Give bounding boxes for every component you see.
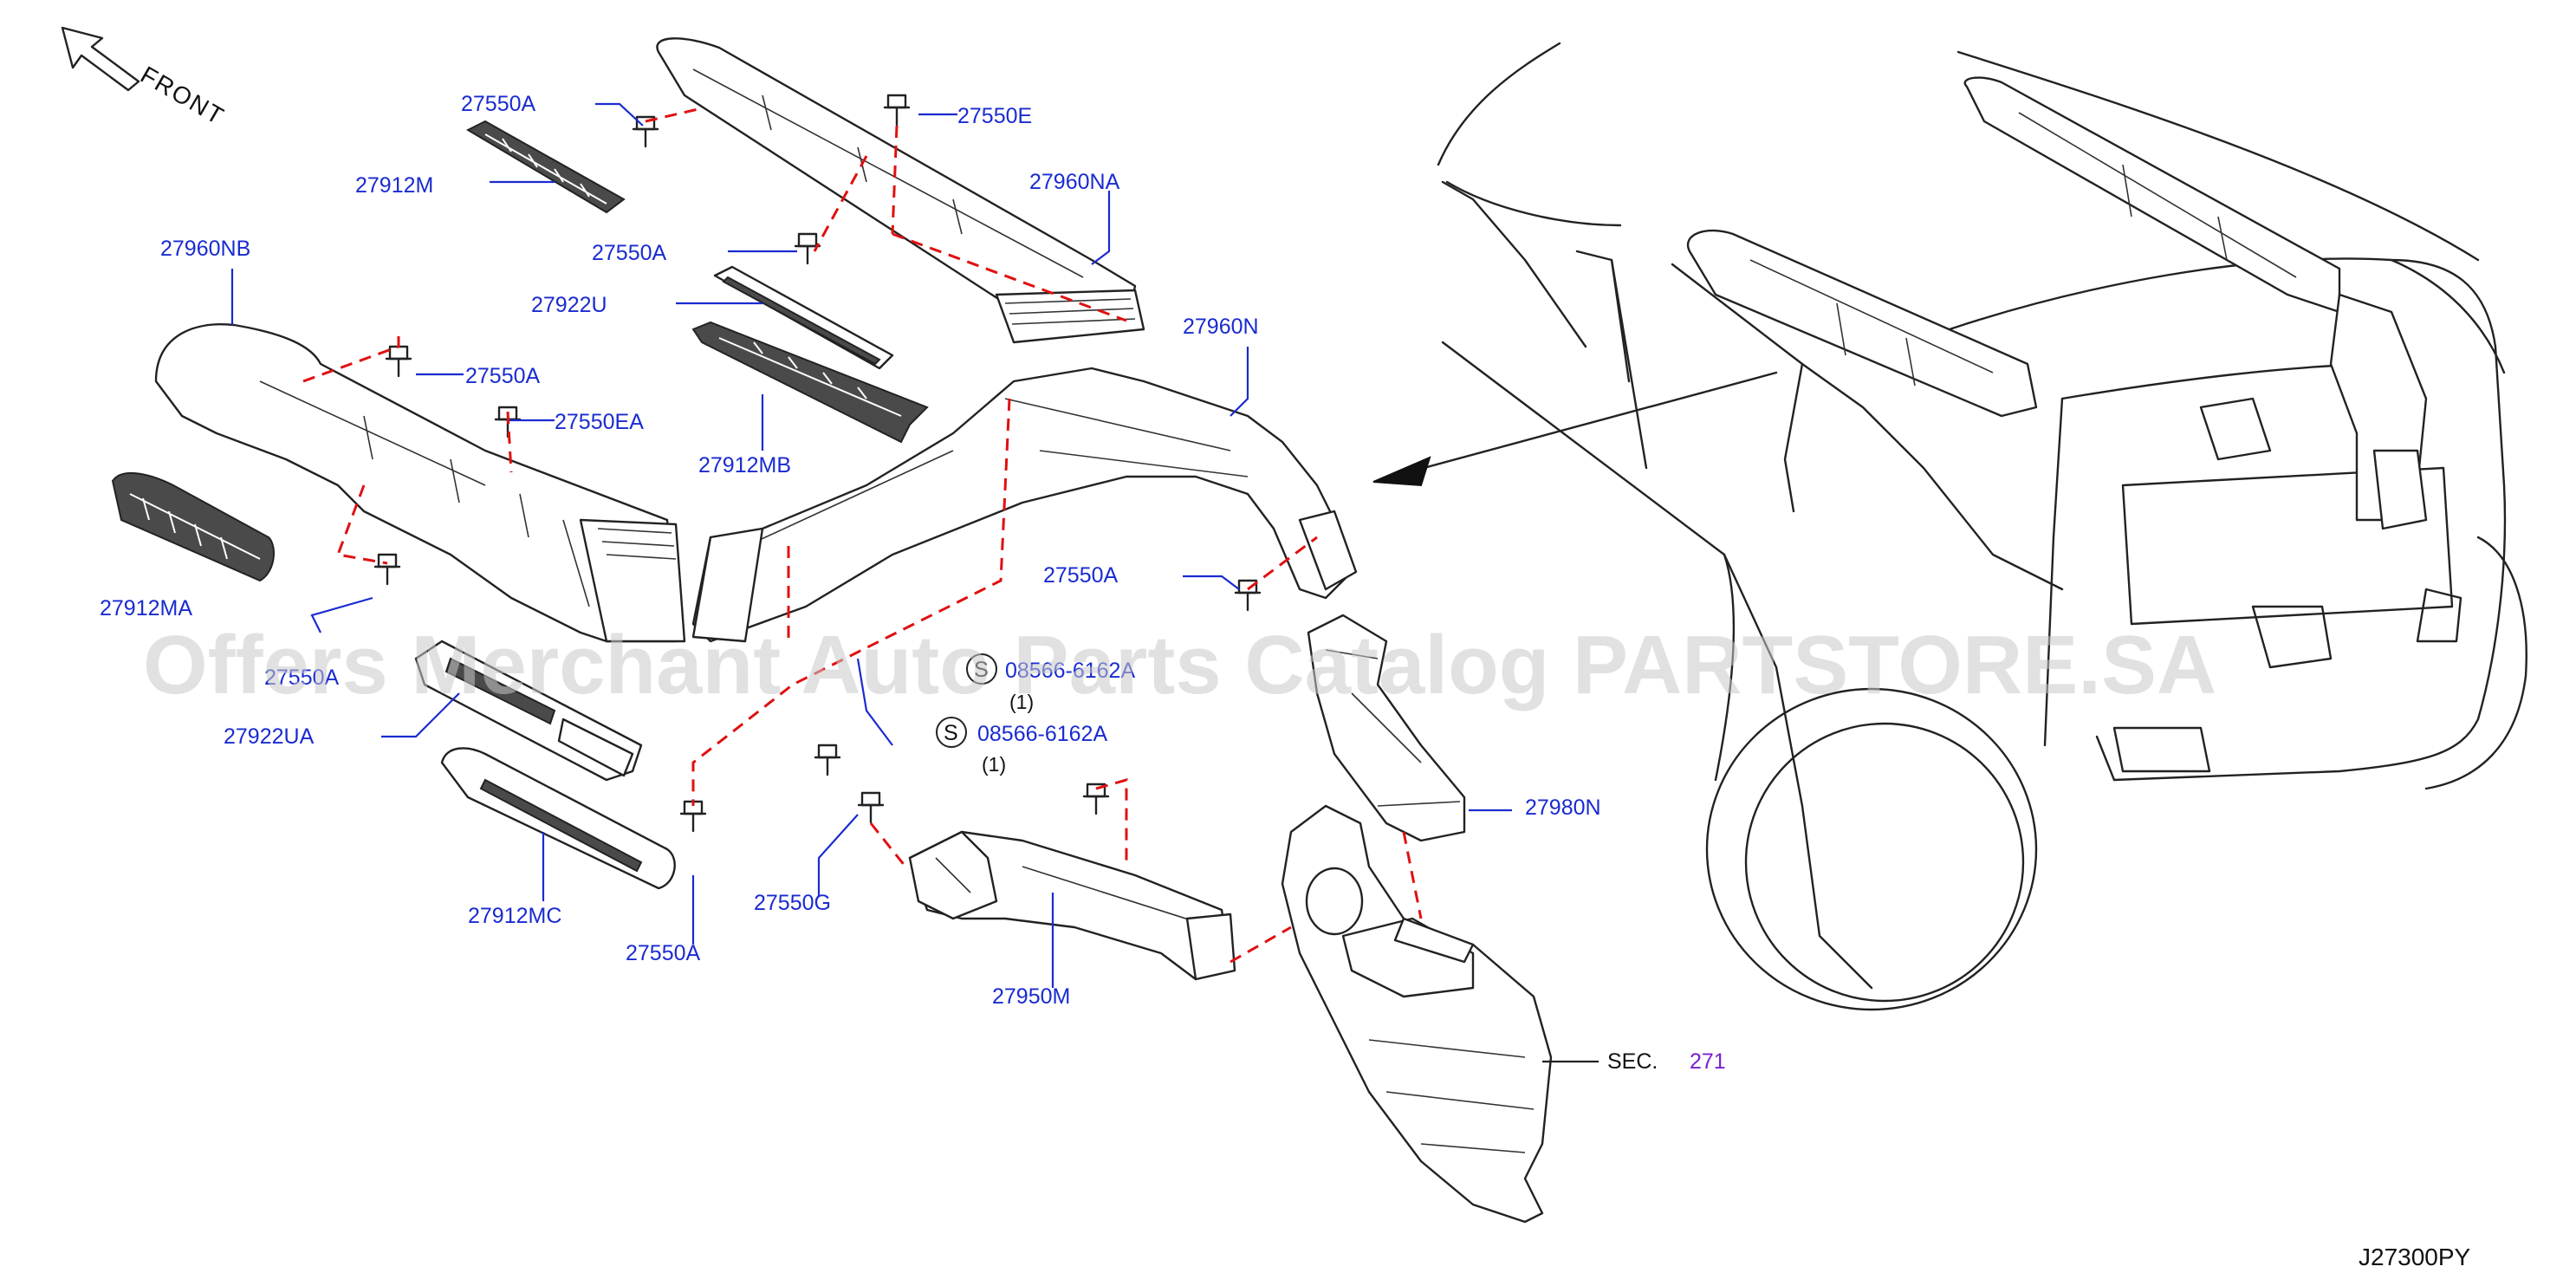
part-27922ua-drawing[interactable] [414,640,643,782]
fastener-clip-icons [373,94,1262,833]
part-27912m-drawing[interactable] [465,120,626,214]
clip-icon [814,744,841,776]
clip-icon [1082,783,1110,815]
standard-part-quantity: (1) [1009,691,1034,713]
standard-part-number[interactable]: 08566-6162A [977,722,1107,746]
standard-part-quantity: (1) [982,753,1006,776]
part-label-27550ea[interactable]: 27550EA [555,410,644,434]
clip-icon [1234,579,1262,612]
clip-icon [679,800,707,833]
leader-lines [230,102,1599,1063]
part-label-27960nb[interactable]: 27960NB [160,237,250,261]
part-label-27550e[interactable]: 27550E [957,104,1032,128]
section-prefix: SEC. [1607,1049,1658,1074]
part-label-27550a-6[interactable]: 27550A [626,941,701,965]
part-label-27960n[interactable]: 27960N [1183,315,1259,339]
part-label-27922ua[interactable]: 27922UA [224,724,315,749]
clip-icon [373,553,401,586]
part-labels: 27550A 27912M 27550E 27960NA 27550A 2792… [100,92,1601,1009]
clip-icon [883,94,911,127]
standard-part-symbol: S [974,658,989,682]
part-27960na-drawing[interactable] [656,37,1145,344]
part-label-27912m[interactable]: 27912M [355,173,433,198]
part-label-27912mb[interactable]: 27912MB [698,453,791,477]
part-label-27980n[interactable]: 27980N [1525,796,1601,820]
standard-part-2[interactable]: S 08566-6162A (1) [936,717,1107,776]
front-label: FRONT [136,61,230,130]
vehicle-rear-view [1372,42,2527,1011]
front-arrow-icon [61,26,140,92]
part-27922u-drawing[interactable] [713,265,894,370]
part-label-27922u[interactable]: 27922U [531,293,607,317]
watermark-text: Offers Merchant Auto Parts Catalog PARTS… [143,619,2216,711]
standard-part-symbol-circle [966,653,997,685]
front-orientation-indicator: FRONT [61,26,230,130]
drawing-code: J27300PY [2359,1244,2471,1270]
part-label-27960na[interactable]: 27960NA [1029,170,1120,194]
part-label-27550a-4[interactable]: 27550A [264,666,340,690]
part-label-27912ma[interactable]: 27912MA [100,596,192,620]
part-label-27550a-2[interactable]: 27550A [592,241,667,265]
part-27912ma-drawing[interactable] [111,471,275,582]
standard-part-symbol: S [944,721,958,745]
clip-icon [794,232,821,265]
section-link-271[interactable]: 271 [1690,1049,1726,1074]
part-label-27550a-3[interactable]: 27550A [465,364,541,388]
part-label-27912mc[interactable]: 27912MC [468,904,561,928]
view-direction-arrow-icon [1372,456,1431,487]
connection-lines [302,107,1423,964]
standard-part-number[interactable]: 08566-6162A [1005,659,1135,683]
part-label-27550a-1[interactable]: 27550A [461,92,536,116]
part-27950m-drawing[interactable] [908,830,1236,981]
standard-part-1[interactable]: S 08566-6162A (1) [966,653,1135,713]
clip-icon [857,791,885,824]
part-27960n-drawing[interactable] [691,367,1358,643]
sec-271-blower-drawing[interactable] [1281,804,1553,1224]
part-27960nb-drawing[interactable] [154,323,686,643]
part-27912mb-drawing[interactable] [691,321,929,444]
part-label-27550a-5[interactable]: 27550A [1043,563,1119,588]
part-label-27950m[interactable]: 27950M [992,984,1070,1009]
section-reference: SEC. 271 [1607,1049,1726,1074]
part-27980n-drawing[interactable] [1307,614,1466,842]
standard-part-symbol-circle [936,717,967,748]
part-label-27550g[interactable]: 27550G [754,891,831,915]
part-27912mc-drawing[interactable] [440,747,676,890]
clip-icon [385,345,412,378]
